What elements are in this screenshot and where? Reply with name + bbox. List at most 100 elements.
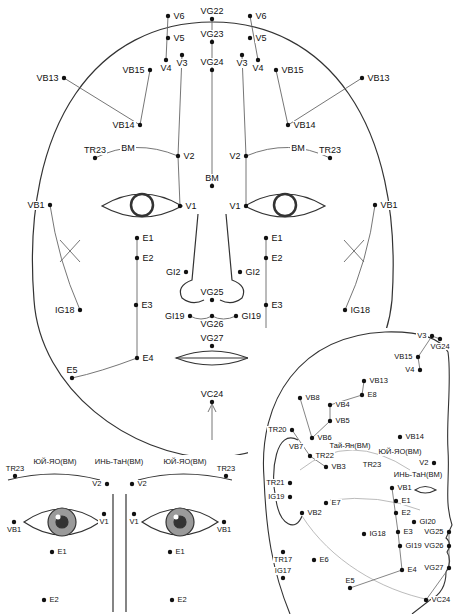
point-label: V2: [418, 459, 429, 467]
point-label: VG24: [199, 58, 224, 67]
point-label: V3: [235, 59, 248, 68]
point-label: VB4: [335, 401, 351, 409]
acupoint-dot: [188, 314, 192, 318]
acupoint-dot: [300, 511, 304, 515]
point-label: BM: [120, 144, 136, 153]
point-label: V4: [404, 366, 415, 374]
acupoint-dot: [70, 376, 74, 380]
point-label: V2: [91, 480, 102, 488]
acupoint-dot: [416, 355, 420, 359]
acupoint-dot: [288, 481, 292, 485]
acupoint-dot: [78, 308, 82, 312]
acupoint-dot: [134, 303, 138, 307]
point-label: TR22: [315, 452, 335, 460]
acupoint-dot: [274, 68, 278, 72]
acupoint-dot: [210, 40, 214, 44]
acupoint-dot: [308, 454, 312, 458]
point-label: BM: [204, 174, 220, 183]
acupoint-dot: [210, 17, 214, 21]
point-label: V3: [175, 59, 188, 68]
acupoint-dot: [264, 303, 268, 307]
point-label: VB5: [335, 417, 351, 425]
acupoint-dot: [412, 520, 416, 524]
acupoint-dot: [210, 184, 214, 188]
acupoint-dot: [102, 512, 106, 516]
point-label: VB15: [393, 353, 413, 361]
point-label: V6: [255, 12, 268, 21]
point-label: ЮЙ-ЯО(ВМ): [163, 458, 208, 466]
point-label: VB2: [307, 509, 323, 517]
point-label: V2: [183, 152, 196, 161]
acupoint-dot: [348, 586, 352, 590]
point-label: VB15: [281, 66, 305, 75]
point-label: V1: [228, 202, 241, 211]
point-label: ЮЙ-ЯО(ВМ): [378, 448, 423, 456]
acupoint-dot: [447, 544, 451, 548]
acupoint-dot: [400, 568, 404, 572]
point-label: VG26: [423, 542, 444, 550]
point-label: GI20: [419, 518, 437, 526]
point-label: V4: [251, 64, 264, 73]
acupoint-dot: [50, 550, 54, 554]
acupoint-dot: [210, 68, 214, 72]
point-label: TR23: [318, 146, 342, 155]
point-label: E2: [142, 254, 155, 263]
point-label: VC24: [431, 596, 452, 604]
acupoint-dot: [418, 368, 422, 372]
acupoint-dot: [396, 530, 400, 534]
point-label: V2: [137, 480, 148, 488]
side-inset: [248, 328, 454, 614]
acupoint-dot: [310, 436, 314, 440]
point-label: ЮЙ-ЯО(ВМ): [33, 458, 78, 466]
acupoint-dot: [281, 550, 285, 554]
point-label: E1: [142, 234, 155, 243]
point-label: ИНЬ-ТаН(ВМ): [393, 471, 443, 479]
acupoint-dot: [210, 298, 214, 302]
acupoint-dot: [324, 465, 328, 469]
point-label: TR23: [83, 146, 107, 155]
point-label: VG22: [199, 7, 224, 16]
eye-inset-drawing: [8, 474, 232, 612]
acupoint-dot: [164, 58, 168, 62]
point-label: E1: [175, 548, 186, 556]
point-label: VB14: [405, 433, 425, 441]
point-label: VB6: [317, 434, 333, 442]
acupoint-dot: [324, 501, 328, 505]
point-label: E5: [65, 366, 78, 375]
point-label: E5: [344, 577, 355, 585]
acupoint-dot: [432, 461, 436, 465]
point-label: TR17: [273, 556, 293, 564]
acupoint-dot: [210, 314, 214, 318]
acupoint-dot: [135, 256, 139, 260]
acupoint-dot: [312, 558, 316, 562]
acupoint-dot: [286, 123, 290, 127]
point-label: E3: [271, 301, 284, 310]
acupoint-dot: [430, 334, 434, 338]
acupoint-dot: [132, 512, 136, 516]
point-label: E2: [177, 596, 188, 604]
acupoint-dot: [178, 204, 182, 208]
point-label: VB1: [6, 526, 22, 534]
acupoint-dot: [394, 511, 398, 515]
point-label: VB1: [397, 484, 413, 492]
point-label: V2: [228, 152, 241, 161]
acupoint-dot: [138, 123, 142, 127]
acupoint-dot: [238, 270, 242, 274]
acupoint-dot: [398, 544, 402, 548]
acupoint-dot: [180, 53, 184, 57]
side-meridians: [292, 336, 449, 600]
acupoint-dot: [42, 598, 46, 602]
acupoint-dot: [210, 400, 214, 404]
point-label: V1: [98, 518, 109, 526]
point-label: E3: [403, 528, 414, 536]
acupoint-dot: [394, 499, 398, 503]
acupoint-dot: [281, 576, 285, 580]
acupoint-dot: [166, 36, 170, 40]
point-label: VG23: [199, 30, 224, 39]
acupoint-dot: [398, 435, 402, 439]
point-label: V4: [159, 64, 172, 73]
acupoint-dot: [362, 379, 366, 383]
point-label: VB13: [367, 74, 391, 83]
point-label: VG25: [423, 528, 444, 536]
point-label: TR23: [5, 465, 25, 473]
